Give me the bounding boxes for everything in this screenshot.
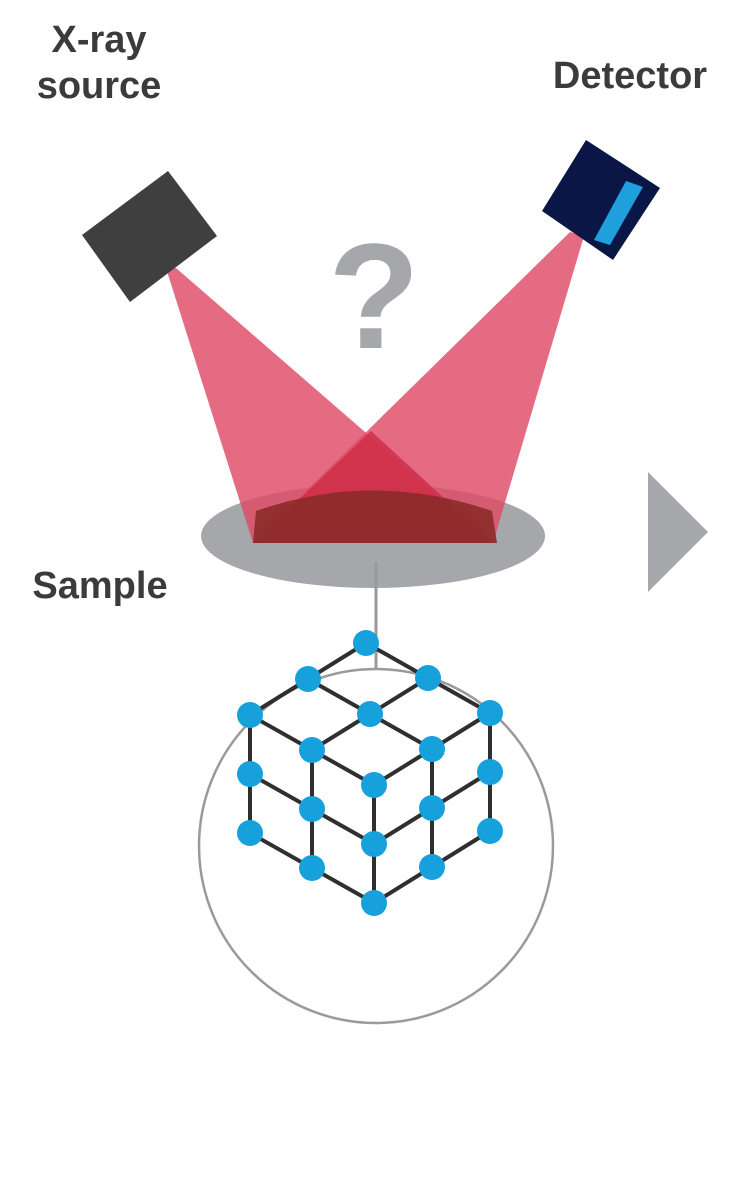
lattice-atom: [295, 666, 321, 692]
lattice-atoms: [237, 630, 503, 916]
lattice-atom: [477, 700, 503, 726]
lattice-atom: [299, 737, 325, 763]
xray-source-icon: [82, 171, 217, 302]
lattice-atom: [299, 796, 325, 822]
lattice-atom: [353, 630, 379, 656]
lattice-atom: [357, 701, 383, 727]
lattice-atom: [299, 855, 325, 881]
xray-source-label-line1: X-ray: [51, 19, 146, 61]
play-arrow-icon[interactable]: [648, 472, 708, 592]
lattice-atom: [237, 820, 263, 846]
xray-source-label: X-ray source: [37, 19, 162, 107]
xray-source-label-line2: source: [37, 65, 162, 107]
lattice-atom: [361, 772, 387, 798]
lattice-atom: [237, 702, 263, 728]
lattice-atom: [237, 761, 263, 787]
lattice-atom: [419, 736, 445, 762]
lattice-atom: [477, 759, 503, 785]
sample-label: Sample: [32, 565, 167, 607]
lattice-atom: [419, 795, 445, 821]
sample-illuminated-area: [253, 490, 497, 543]
question-mark-icon: ?: [328, 212, 420, 380]
lattice-atom: [361, 831, 387, 857]
lattice-atom: [415, 665, 441, 691]
crystal-lattice-magnifier: [197, 667, 555, 1025]
lattice-atom: [361, 890, 387, 916]
detector-label: Detector: [553, 55, 707, 97]
detector-body: [542, 140, 660, 260]
lattice-atom: [477, 818, 503, 844]
detector-sensor: [594, 181, 643, 245]
lattice-atom: [419, 854, 445, 880]
detector-icon: [542, 140, 660, 260]
